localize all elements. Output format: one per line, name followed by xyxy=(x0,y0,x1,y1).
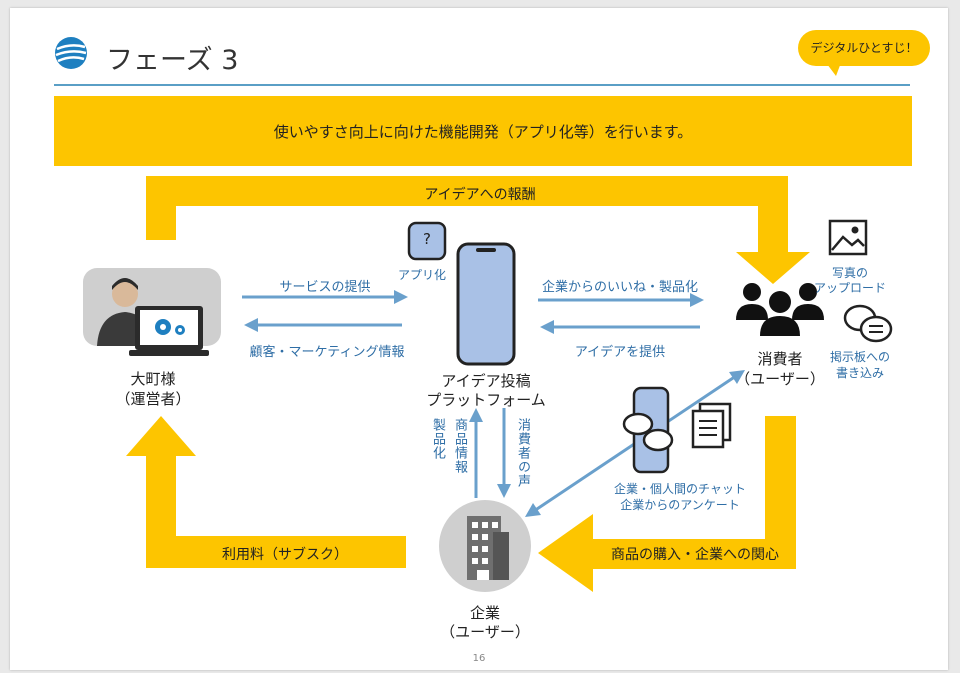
chat-bubbles-icon xyxy=(843,304,893,343)
consumer-voice-arrow xyxy=(497,408,511,498)
header-rule xyxy=(54,84,910,86)
consumer-name: 消費者 xyxy=(757,350,803,368)
company-building-icon xyxy=(439,500,531,592)
purchase-interest-label: 商品の購入・企業への関心 xyxy=(611,547,779,563)
product-info-label: 商品情報 xyxy=(452,418,467,474)
subscription-label: 利用料（サブスク） xyxy=(222,547,348,563)
operator-name: 大町様 xyxy=(130,370,176,388)
platform-line1: アイデア投稿 xyxy=(441,372,531,390)
photo-upload-line2: アップロード xyxy=(813,281,886,295)
likes-products-label: 企業からのいいね・製品化 xyxy=(541,280,698,295)
consumer-role: （ユーザー） xyxy=(735,370,825,388)
company-role: （ユーザー） xyxy=(440,623,530,641)
consumer-group-icon xyxy=(736,283,824,336)
idea-provide-label: アイデアを提供 xyxy=(574,345,666,360)
logo-icon xyxy=(55,37,87,69)
service-provide-label: サービスの提供 xyxy=(279,280,371,295)
operator-role: （運営者） xyxy=(115,390,191,408)
page-number: 16 xyxy=(472,653,486,664)
company-name: 企業 xyxy=(469,604,500,622)
app-icon xyxy=(407,221,447,261)
photo-upload-line1: 写真の xyxy=(831,266,868,280)
slide: フェーズ 3 デジタルひとすじ！ 使いやすさ向上に向けた機能開発（アプリ化等）を… xyxy=(10,8,948,670)
reward-arrow xyxy=(146,176,810,284)
chat-phone-icon xyxy=(622,386,674,474)
product-info-arrow xyxy=(469,408,483,498)
board-post-line2: 書き込み xyxy=(835,366,884,380)
consumer-voice-label: 消費者の声 xyxy=(515,418,530,488)
document-icon xyxy=(691,402,732,449)
app-label: アプリ化 xyxy=(397,268,446,282)
image-upload-icon xyxy=(828,219,868,256)
operator-illustration xyxy=(83,268,221,356)
app-icon-glyph: ? xyxy=(423,230,431,248)
page-title: フェーズ 3 xyxy=(106,45,239,76)
flow-diagram xyxy=(126,176,810,592)
subscription-arrow xyxy=(126,416,406,568)
smartphone-icon xyxy=(456,242,516,366)
likes-products-arrow xyxy=(538,293,704,307)
badge-bubble: デジタルひとすじ！ xyxy=(798,30,930,66)
platform-line2: プラットフォーム xyxy=(426,391,546,409)
chat-label-line2: 企業からのアンケート xyxy=(620,498,740,512)
customer-info-arrow xyxy=(244,318,402,332)
banner xyxy=(54,96,912,166)
chat-label-line1: 企業・個人間のチャット xyxy=(614,482,746,496)
board-post-line1: 掲示板への xyxy=(829,350,890,364)
reward-label: アイデアへの報酬 xyxy=(424,187,536,203)
person-head-icon xyxy=(112,281,138,307)
purchase-arrow xyxy=(538,416,796,592)
service-provide-arrow xyxy=(242,290,408,304)
productize-label: 製品化 xyxy=(430,418,445,460)
customer-info-label: 顧客・マーケティング情報 xyxy=(249,345,405,360)
idea-provide-arrow xyxy=(540,320,700,334)
banner-text: 使いやすさ向上に向けた機能開発（アプリ化等）を行います。 xyxy=(273,123,693,141)
